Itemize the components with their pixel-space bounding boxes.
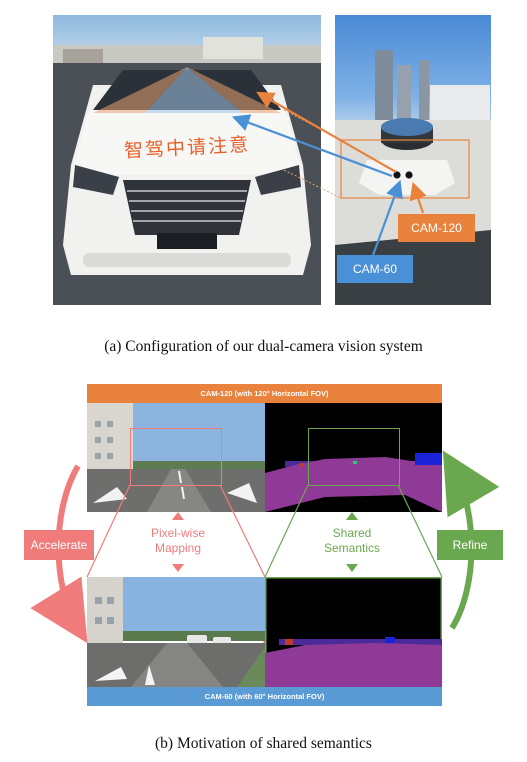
pixel-mapping-label: Pixel-wise Mapping [138, 526, 218, 556]
cam60-rgb-image [87, 577, 265, 687]
roof-highlight-box [340, 139, 470, 199]
cam60-bar: CAM-60 (with 60° Horizontal FOV) [87, 687, 442, 706]
blue-long-arrow [231, 114, 393, 178]
orange-long-arrow [256, 91, 397, 173]
accelerate-label: Accelerate [24, 530, 94, 560]
cam120-arrow [409, 181, 427, 214]
refine-label: Refine [437, 530, 503, 560]
shared-semantics-line2: Semantics [323, 541, 381, 555]
cam60-tag: CAM-60 [337, 255, 413, 283]
caption-a: (a) Configuration of our dual-camera vis… [104, 338, 423, 355]
cam120-bar: CAM-120 (with 120° Horizontal FOV) [87, 384, 442, 403]
panel-a-annotations [231, 91, 470, 259]
pixel-mapping-line2: Mapping [154, 541, 202, 555]
cam120-tag: CAM-120 [398, 214, 475, 242]
pixel-mapping-line1: Pixel-wise [150, 526, 205, 540]
pixel-mapping-arrows [172, 512, 184, 572]
shared-semantics-line1: Shared [332, 526, 372, 540]
shared-semantics-label: Shared Semantics [312, 526, 392, 556]
cam60-segmentation-image [265, 577, 442, 687]
cam120-segmentation-image [265, 403, 442, 512]
shared-semantics-arrows [346, 512, 358, 572]
rgb-fov-box [130, 428, 222, 486]
seg-fov-box [308, 428, 400, 486]
cam120-rgb-image [87, 403, 265, 512]
caption-b: (b) Motivation of shared semantics [155, 735, 372, 752]
cam60-arrow [370, 179, 403, 259]
